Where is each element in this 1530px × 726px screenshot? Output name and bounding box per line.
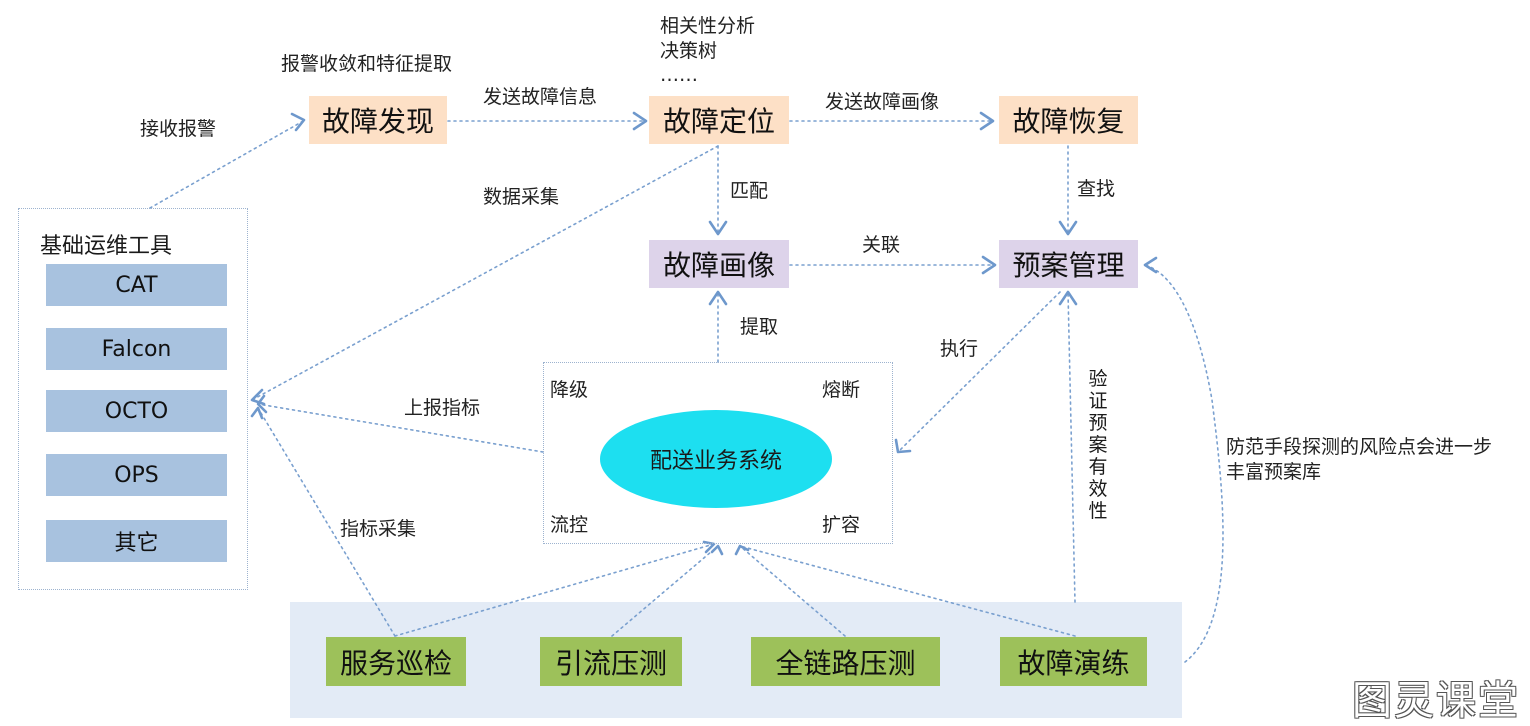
label-enrich-plan-line1: 防范手段探测的风险点会进一步	[1226, 436, 1493, 458]
label-decision-tree: 决策树	[660, 40, 718, 62]
label-enrich-plan-line2: 丰富预案库	[1226, 461, 1322, 483]
arrowhead-plan-curve	[1143, 256, 1158, 274]
service-inspection-node[interactable]: 服务巡检	[326, 637, 466, 686]
ops-tools-panel	[18, 208, 248, 590]
traffic-stress-test-node[interactable]: 引流压测	[540, 637, 682, 686]
arrowhead-system-bottom-3	[734, 544, 750, 556]
label-execute: 执行	[940, 338, 979, 360]
fault-portrait-label: 故障画像	[662, 249, 775, 282]
tool-cat[interactable]: CAT	[46, 264, 227, 306]
arrowhead-plan-up	[1058, 290, 1078, 306]
link-drill-to-plan	[1067, 291, 1076, 603]
service-inspection-label: 服务巡检	[339, 646, 452, 680]
label-receive-alarm: 接收报警	[140, 118, 217, 140]
link-plan-to-system	[897, 291, 1061, 453]
full-chain-stress-test-node[interactable]: 全链路压测	[751, 637, 940, 686]
delivery-system-node[interactable]: 配送业务系统	[600, 410, 832, 508]
label-alarm-converge: 报警收敛和特征提取	[281, 53, 453, 75]
label-associate: 关联	[862, 234, 901, 256]
fault-portrait-node[interactable]: 故障画像	[649, 240, 789, 288]
fault-drill-node[interactable]: 故障演练	[1000, 637, 1147, 686]
label-extract: 提取	[740, 316, 779, 338]
arrowhead-portrait	[708, 220, 728, 236]
fault-location-node[interactable]: 故障定位	[649, 96, 789, 144]
label-verify-plan: 验证预案有效性	[1088, 368, 1108, 522]
label-metric-collect: 指标采集	[340, 518, 417, 540]
tool-other[interactable]: 其它	[46, 520, 227, 562]
fault-recovery-label: 故障恢复	[1012, 105, 1125, 138]
fault-recovery-node[interactable]: 故障恢复	[999, 96, 1138, 144]
arrowhead-tools-metric	[250, 406, 264, 420]
tool-falcon[interactable]: Falcon	[46, 328, 227, 370]
label-report-metrics: 上报指标	[404, 397, 481, 419]
delivery-system-label: 配送业务系统	[649, 449, 782, 474]
link-system-to-tools	[257, 403, 544, 453]
plan-management-node[interactable]: 预案管理	[999, 240, 1138, 288]
plan-management-label: 预案管理	[1012, 249, 1125, 282]
label-correlation-analysis: 相关性分析	[660, 15, 756, 37]
label-send-fault-info: 发送故障信息	[483, 86, 598, 108]
arrowhead-plan-top	[1058, 220, 1078, 236]
arrowhead-plan-left	[981, 255, 997, 275]
tool-octo[interactable]: OCTO	[46, 390, 227, 432]
label-data-collect: 数据采集	[483, 186, 560, 208]
watermark-logo: 图灵课堂	[1352, 678, 1520, 724]
arrowhead-recovery	[979, 111, 995, 131]
full-chain-stress-test-label: 全链路压测	[775, 646, 916, 680]
fault-discovery-label: 故障发现	[321, 105, 434, 138]
corner-degrade: 降级	[550, 379, 589, 401]
corner-flow-control: 流控	[550, 514, 589, 536]
traffic-stress-test-label: 引流压测	[554, 646, 667, 680]
label-lookup: 查找	[1077, 178, 1116, 200]
arrowhead-portrait-up	[708, 290, 728, 306]
arrowhead-tools-report	[256, 394, 268, 414]
arrowhead-system-bottom-2	[710, 544, 724, 556]
arrowhead-system-exec	[894, 438, 912, 454]
fault-drill-label: 故障演练	[1017, 646, 1130, 680]
arrowhead-tools-data	[250, 388, 266, 406]
label-ellipsis: ……	[660, 64, 698, 86]
tool-ops[interactable]: OPS	[46, 454, 227, 496]
label-send-fault-portrait: 发送故障画像	[825, 91, 940, 113]
label-match: 匹配	[730, 180, 769, 202]
arrowhead-location	[632, 111, 648, 131]
fault-discovery-node[interactable]: 故障发现	[309, 96, 447, 144]
delivery-system-box	[543, 362, 893, 544]
corner-scale-out: 扩容	[822, 514, 861, 536]
fault-location-label: 故障定位	[662, 105, 775, 138]
arrowhead-discovery	[290, 112, 306, 132]
corner-circuit-break: 熔断	[822, 379, 861, 401]
ops-tools-title: 基础运维工具	[40, 234, 173, 259]
